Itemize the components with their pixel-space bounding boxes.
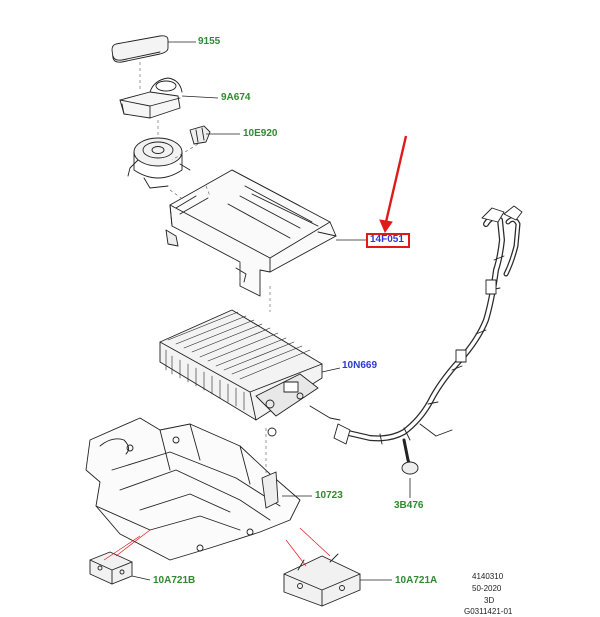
part-10a721b-clip xyxy=(89,551,133,585)
part-10723-tray xyxy=(85,417,301,561)
leader-lines xyxy=(131,41,411,581)
callout-14f051[interactable]: 14F051 xyxy=(370,234,404,245)
callout-10a721a: 10A721A xyxy=(395,575,438,586)
callout-10n669: 10N669 xyxy=(342,360,378,371)
callout-3b476: 3B476 xyxy=(394,500,424,511)
part-9a674-bracket xyxy=(119,77,183,119)
blower-fan xyxy=(127,137,191,189)
callout-9155: 9155 xyxy=(198,36,221,47)
highlight-box-14f051 xyxy=(366,233,410,248)
construction-lines xyxy=(139,62,271,476)
part-10a721a-bracket xyxy=(283,553,361,607)
red-guide-lines xyxy=(103,527,331,567)
part-9155-cover xyxy=(111,35,169,63)
footer-ref-line4: G0311421-01 xyxy=(464,607,513,616)
part-10e920-connector xyxy=(189,125,211,145)
footer-ref-line1: 4140310 xyxy=(472,572,504,581)
footer-ref-line2: 50-2020 xyxy=(472,584,502,593)
callout-9a674: 9A674 xyxy=(221,92,251,103)
pointer-arrow xyxy=(379,135,408,234)
callout-10e920: 10E920 xyxy=(243,128,278,139)
part-3b476-harness xyxy=(333,205,523,475)
part-14f051-shield xyxy=(165,169,337,297)
callout-10a721b: 10A721B xyxy=(153,575,196,586)
callout-10723: 10723 xyxy=(315,490,343,501)
footer-ref-line3: 3D xyxy=(484,596,495,605)
part-10n669-module xyxy=(159,309,341,437)
